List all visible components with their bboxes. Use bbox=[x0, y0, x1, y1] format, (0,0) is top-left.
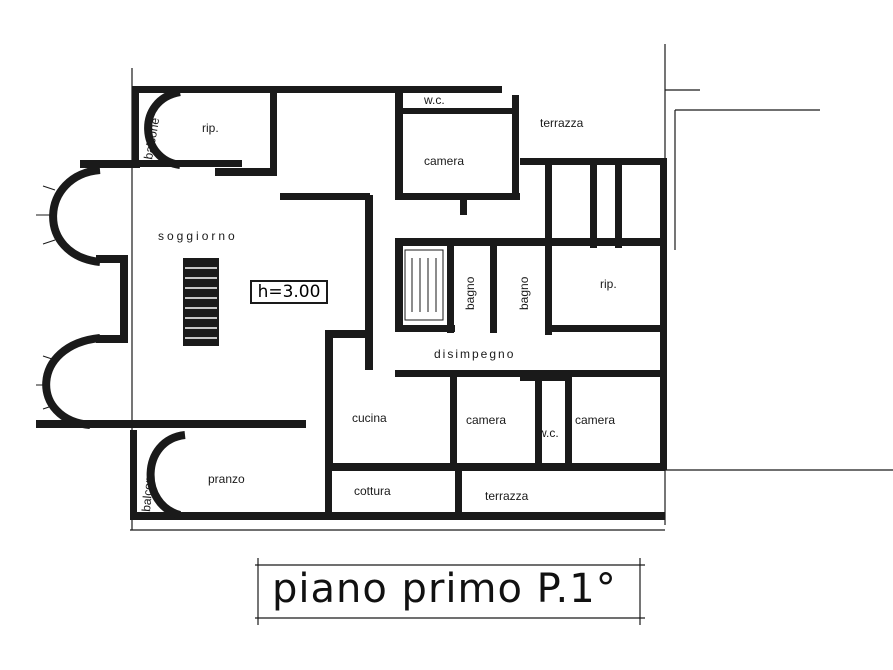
label-disimpegno: disimpegno bbox=[434, 347, 515, 361]
room-labels: rip. balcone soggiorno w.c. camera terra… bbox=[139, 93, 617, 512]
height-label: h=3.00 bbox=[250, 280, 328, 304]
window-ticks bbox=[36, 185, 56, 410]
stairwell bbox=[404, 249, 444, 321]
stair-treads bbox=[185, 267, 217, 339]
label-rip-right: rip. bbox=[600, 277, 617, 291]
label-terrazza-bottom: terrazza bbox=[485, 489, 529, 503]
label-bagno-2: bagno bbox=[517, 276, 531, 310]
label-wc-mid: w.c. bbox=[537, 426, 559, 440]
walls bbox=[36, 86, 667, 520]
curved-bays bbox=[42, 88, 186, 519]
label-wc-top: w.c. bbox=[423, 93, 445, 107]
label-pranzo: pranzo bbox=[208, 472, 245, 486]
label-rip-top-left: rip. bbox=[202, 121, 219, 135]
label-soggiorno: soggiorno bbox=[158, 229, 238, 243]
label-cucina: cucina bbox=[352, 411, 387, 425]
label-bagno-1: bagno bbox=[463, 276, 477, 310]
label-cottura: cottura bbox=[354, 484, 391, 498]
label-terrazza-top: terrazza bbox=[540, 116, 584, 130]
label-camera-top: camera bbox=[424, 154, 464, 168]
label-camera-mid: camera bbox=[466, 413, 506, 427]
plan-title: piano primo P.1° bbox=[272, 566, 617, 612]
label-camera-right: camera bbox=[575, 413, 615, 427]
label-balcone-bottom: balcone bbox=[139, 469, 157, 512]
guide-lines bbox=[130, 44, 893, 625]
